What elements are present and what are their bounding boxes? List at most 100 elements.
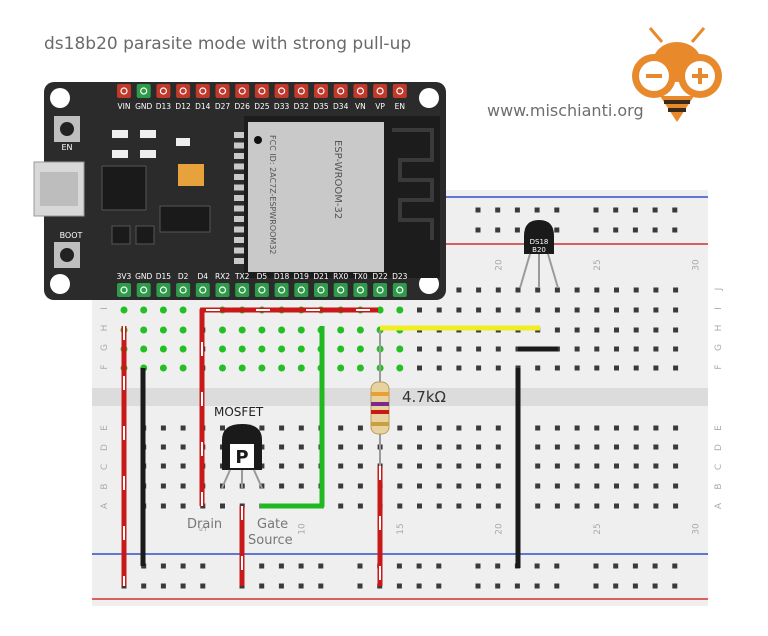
rail-hole[interactable] (514, 227, 520, 233)
hole[interactable] (279, 444, 285, 450)
hole[interactable] (436, 425, 442, 431)
rail-hole[interactable] (534, 207, 540, 213)
esp32-pin[interactable] (314, 84, 328, 98)
hole[interactable] (673, 287, 679, 293)
hole[interactable] (535, 483, 541, 489)
hole[interactable] (653, 503, 659, 509)
hole[interactable] (495, 287, 501, 293)
hole[interactable] (180, 503, 186, 509)
hole[interactable] (476, 346, 482, 352)
hole[interactable] (614, 444, 619, 450)
hole[interactable] (653, 327, 659, 333)
hole[interactable] (633, 463, 639, 469)
esp32-pin[interactable] (117, 84, 131, 98)
rail-hole[interactable] (396, 563, 402, 569)
hole[interactable] (614, 327, 619, 333)
rail-hole[interactable] (514, 583, 520, 589)
hole[interactable] (476, 365, 482, 371)
hole[interactable] (357, 463, 363, 469)
hole[interactable] (653, 307, 659, 313)
hole[interactable] (357, 483, 363, 489)
hole[interactable] (653, 365, 659, 371)
rail-hole[interactable] (613, 583, 619, 589)
hole[interactable] (476, 503, 482, 509)
hole[interactable] (594, 463, 600, 469)
hole[interactable] (417, 483, 422, 489)
hole[interactable] (554, 425, 560, 431)
esp32-pin[interactable] (392, 84, 407, 98)
hole[interactable] (338, 483, 344, 489)
rail-hole[interactable] (554, 583, 560, 589)
hole[interactable] (535, 287, 541, 293)
hole[interactable] (653, 483, 659, 489)
hole[interactable] (397, 444, 403, 450)
hole[interactable] (594, 327, 600, 333)
rail-hole[interactable] (534, 583, 540, 589)
hole[interactable] (397, 503, 403, 509)
rail-hole[interactable] (141, 583, 147, 589)
hole[interactable] (456, 425, 462, 431)
hole[interactable] (673, 365, 679, 371)
hole[interactable] (417, 365, 422, 371)
hole[interactable] (495, 503, 501, 509)
rail-hole[interactable] (180, 583, 186, 589)
hole[interactable] (456, 444, 462, 450)
hole[interactable] (357, 425, 363, 431)
esp32-pin[interactable] (353, 84, 368, 98)
wire-gate-to-d21[interactable] (260, 326, 325, 509)
hole[interactable] (554, 483, 560, 489)
hole[interactable] (515, 287, 521, 293)
hole[interactable] (495, 365, 501, 371)
rail-hole[interactable] (475, 583, 481, 589)
hole[interactable] (633, 425, 639, 431)
rail-hole[interactable] (514, 207, 520, 213)
hole[interactable] (436, 346, 442, 352)
rail-hole[interactable] (632, 583, 638, 589)
hole[interactable] (397, 463, 403, 469)
rail-hole[interactable] (672, 227, 678, 233)
hole[interactable] (554, 287, 560, 293)
hole[interactable] (535, 307, 541, 313)
rail-hole[interactable] (495, 563, 501, 569)
esp32-pin[interactable] (333, 283, 348, 297)
esp32-pin[interactable] (136, 283, 151, 297)
esp32-pin[interactable] (235, 283, 250, 297)
hole[interactable] (338, 425, 344, 431)
hole[interactable] (673, 483, 679, 489)
hole[interactable] (456, 287, 462, 293)
hole[interactable] (554, 463, 560, 469)
hole[interactable] (594, 365, 600, 371)
hole[interactable] (338, 463, 344, 469)
esp32-pin[interactable] (136, 84, 151, 98)
hole[interactable] (594, 444, 600, 450)
rail-hole[interactable] (475, 227, 481, 233)
hole[interactable] (259, 425, 265, 431)
hole[interactable] (594, 346, 600, 352)
hole[interactable] (436, 444, 442, 450)
hole[interactable] (614, 503, 619, 509)
rail-hole[interactable] (672, 583, 678, 589)
rail-hole[interactable] (554, 207, 560, 213)
hole[interactable] (495, 307, 501, 313)
hole[interactable] (673, 346, 679, 352)
rail-hole[interactable] (652, 583, 658, 589)
rail-hole[interactable] (160, 563, 166, 569)
hole[interactable] (633, 307, 639, 313)
hole[interactable] (220, 425, 225, 431)
rail-hole[interactable] (632, 563, 638, 569)
rail-hole[interactable] (200, 583, 206, 589)
hole[interactable] (180, 483, 186, 489)
esp32-pin[interactable] (274, 84, 289, 98)
hole[interactable] (614, 483, 619, 489)
esp32-pin[interactable] (176, 84, 191, 98)
hole[interactable] (653, 463, 659, 469)
hole[interactable] (180, 463, 186, 469)
hole[interactable] (436, 463, 442, 469)
rail-hole[interactable] (436, 583, 442, 589)
esp32-pin[interactable] (176, 283, 191, 297)
hole[interactable] (594, 503, 600, 509)
rail-hole[interactable] (652, 563, 658, 569)
hole[interactable] (220, 503, 225, 509)
esp32-pin[interactable] (156, 283, 171, 297)
hole[interactable] (495, 483, 501, 489)
